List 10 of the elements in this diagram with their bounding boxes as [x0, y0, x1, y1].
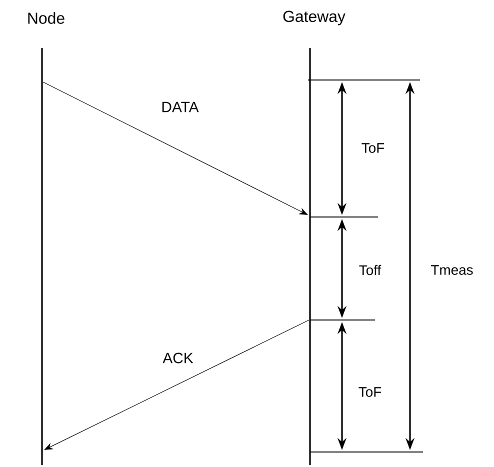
dimension-label: Toff — [358, 264, 382, 276]
dimension-label: Tmeas — [430, 264, 474, 276]
arrow — [44, 320, 310, 450]
dimension-label: ToF — [357, 386, 383, 398]
dimension-label: ToF — [360, 142, 386, 154]
arrow — [42, 82, 308, 215]
lifeline: Node — [28, 12, 64, 465]
edge-label: DATA — [160, 100, 200, 114]
lifeline: Gateway — [283, 10, 346, 465]
edge-label: ACK — [162, 352, 194, 364]
